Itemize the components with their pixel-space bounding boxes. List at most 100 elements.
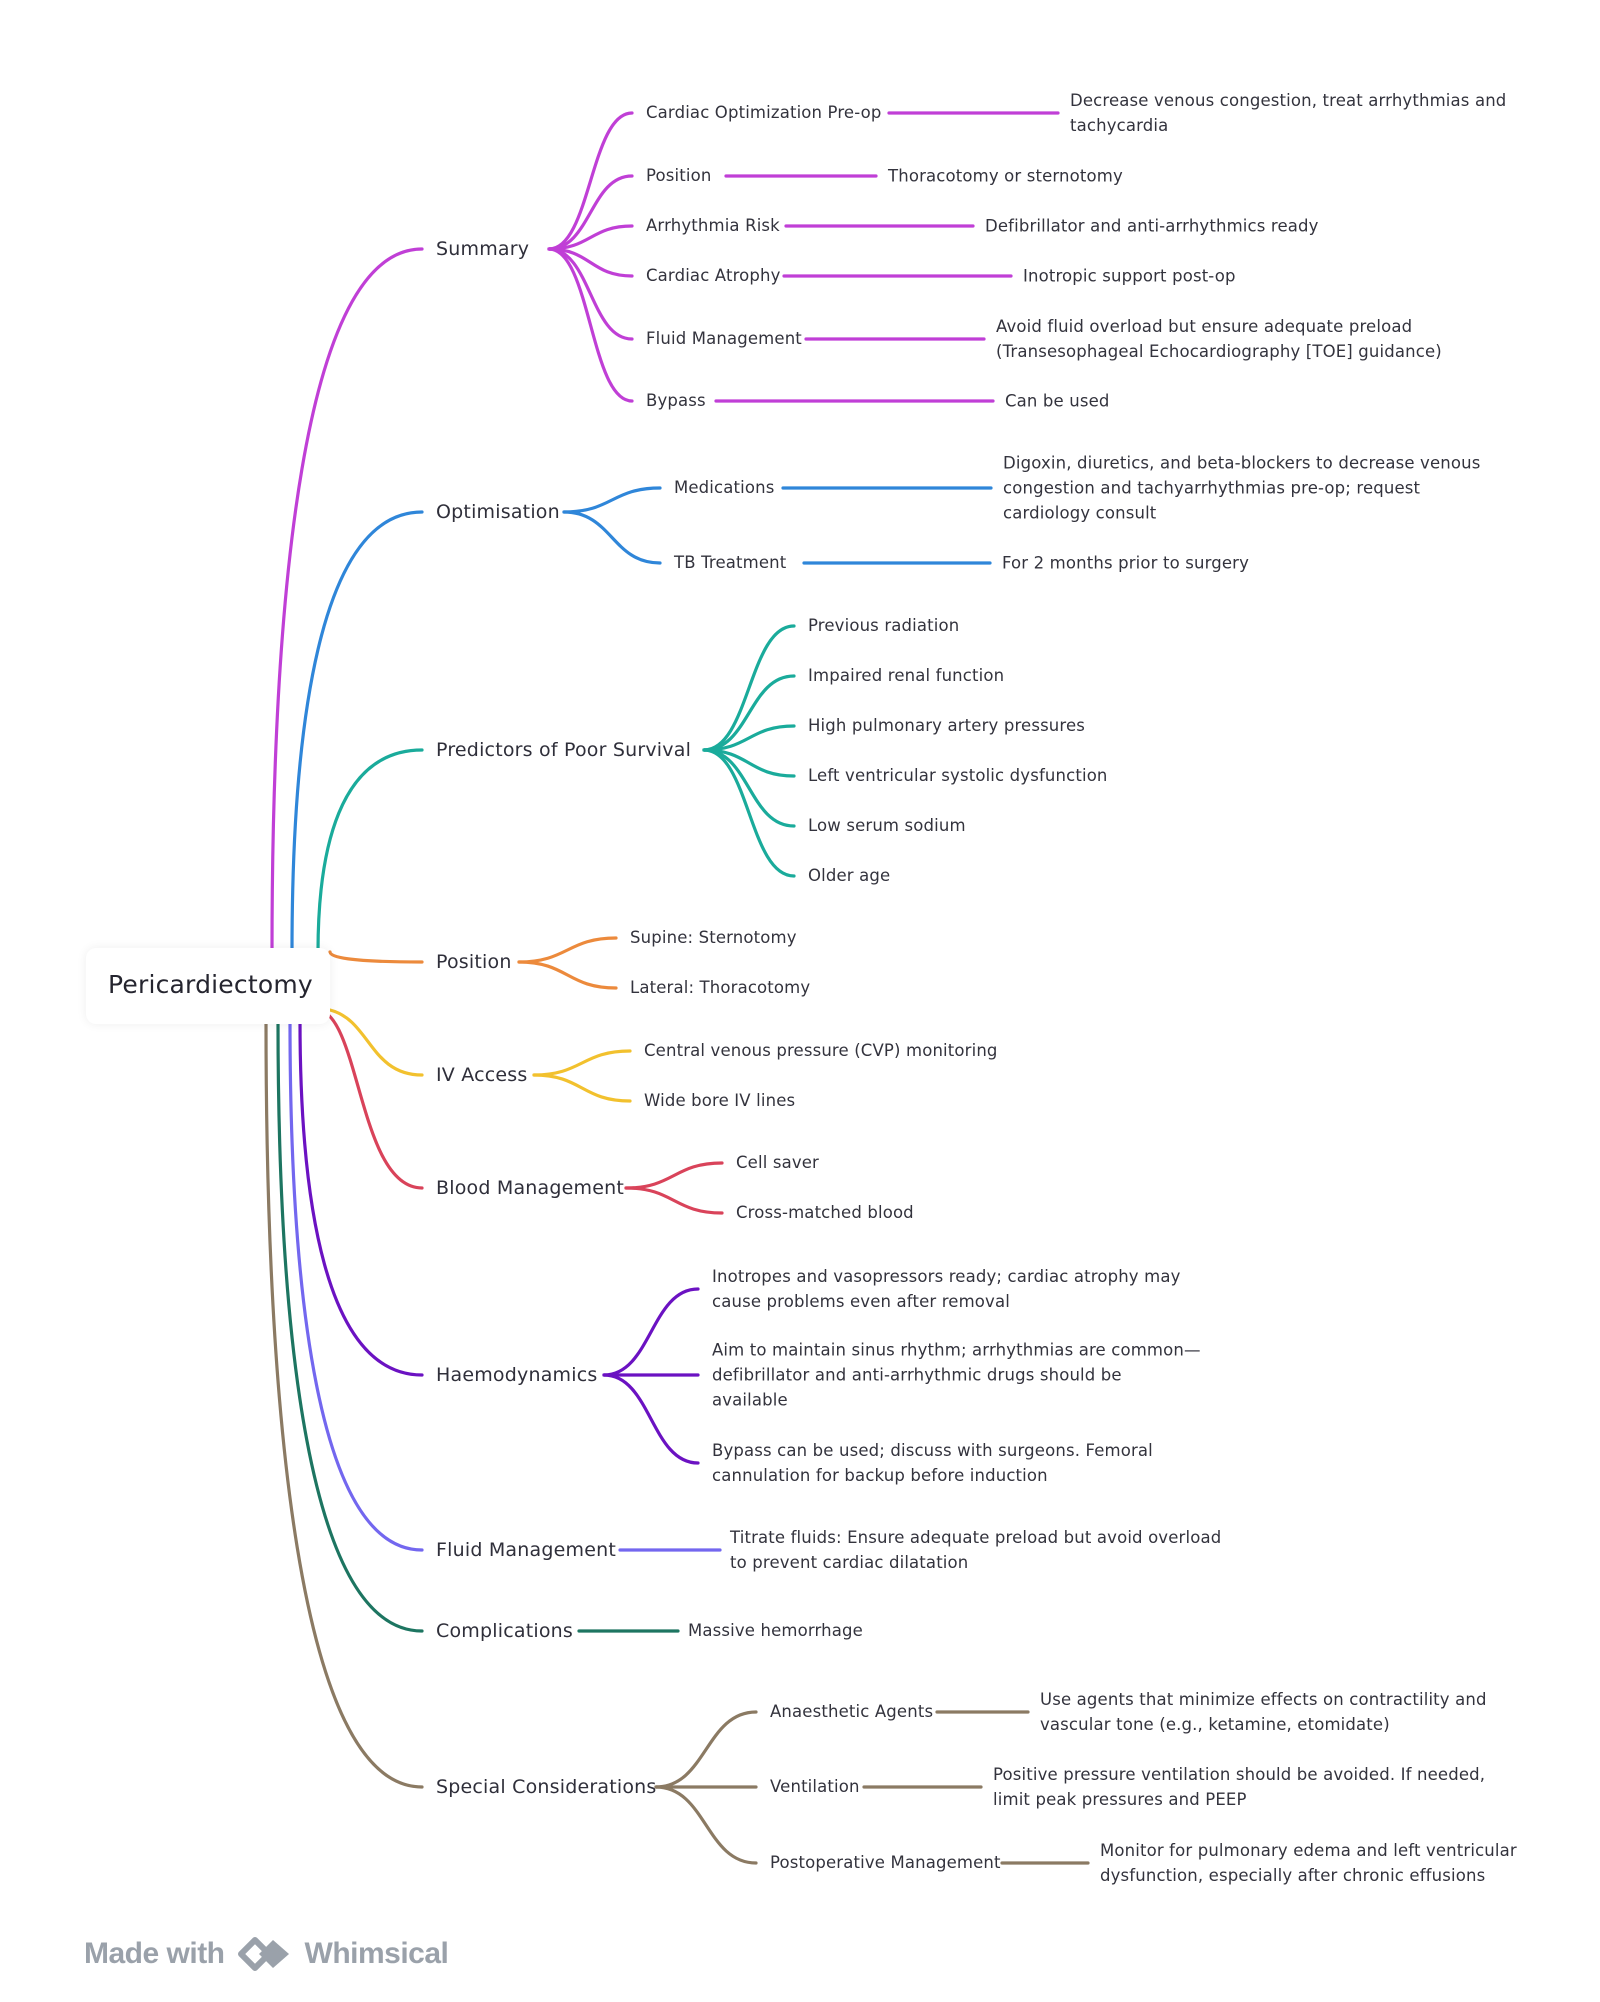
branch-0-child-0-detail-line: tachycardia <box>1070 116 1169 135</box>
whimsical-brand-text: Whimsical <box>304 1937 449 1970</box>
branch-9-child-2-label[interactable]: Postoperative Management <box>770 1853 1001 1872</box>
branch-7-child-0-text-line: to prevent cardiac dilatation <box>730 1553 969 1572</box>
branch-1-child-1-label[interactable]: TB Treatment <box>674 553 787 572</box>
branch-5-child-0-label[interactable]: Cell saver <box>736 1153 819 1172</box>
branch-2-child-5-label[interactable]: Older age <box>808 866 891 885</box>
branch-0-child-2-connector <box>547 224 634 251</box>
branch-0-child-4-detail-line: (Transesophageal Echocardiography [TOE] … <box>996 342 1442 361</box>
branch-1-child-0-detail-line: congestion and tachyarrhythmias pre-op; … <box>1003 478 1421 498</box>
branch-2-child-4-label[interactable]: Low serum sodium <box>808 816 966 835</box>
branch-8-connector <box>276 1018 424 1633</box>
branch-5-label[interactable]: Blood Management <box>436 1177 625 1199</box>
branch-6-child-1-text[interactable]: Aim to maintain sinus rhythm; arrhythmia… <box>712 1338 1201 1413</box>
branch-9-child-1-detail-line: Positive pressure ventilation should be … <box>993 1765 1486 1784</box>
branch-3-child-1-label[interactable]: Lateral: Thoracotomy <box>630 978 811 997</box>
branch-3-child-0-label[interactable]: Supine: Sternotomy <box>630 928 797 947</box>
branch-9-child-1-label[interactable]: Ventilation <box>770 1777 860 1796</box>
branch-5-connector <box>318 1008 424 1190</box>
branch-9-child-2-detail[interactable]: Monitor for pulmonary edema and left ven… <box>1100 1838 1517 1888</box>
branch-1-connector <box>290 510 424 954</box>
branch-4-child-0-connector <box>532 1049 632 1077</box>
branch-9-connector <box>264 1018 424 1789</box>
branch-2-child-2-connector <box>702 724 796 752</box>
branch-0-child-1-label[interactable]: Position <box>646 166 712 185</box>
branch-5-child-1-label[interactable]: Cross-matched blood <box>736 1203 914 1222</box>
branch-4-connector <box>328 1008 424 1077</box>
branch-2-child-2-label[interactable]: High pulmonary artery pressures <box>808 716 1086 735</box>
branch-0-child-3-detail-line: Inotropic support post-op <box>1023 266 1236 286</box>
branch-0-child-3-connector <box>547 247 634 278</box>
branch-2-child-3-label[interactable]: Left ventricular systolic dysfunction <box>808 766 1108 785</box>
branch-0-child-3-detail[interactable]: Inotropic support post-op <box>1023 264 1236 289</box>
branch-6-child-0-text-line: Inotropes and vasopressors ready; cardia… <box>712 1267 1181 1286</box>
branch-9-child-0-detail[interactable]: Use agents that minimize effects on cont… <box>1040 1687 1487 1737</box>
branch-6-child-0-text-line: cause problems even after removal <box>712 1292 1010 1311</box>
branch-6-child-0-text[interactable]: Inotropes and vasopressors ready; cardia… <box>712 1264 1181 1314</box>
branch-6-child-2-text-line: Bypass can be used; discuss with surgeon… <box>712 1441 1153 1460</box>
branch-9-child-0-detail-line: Use agents that minimize effects on cont… <box>1040 1690 1487 1709</box>
branch-4-child-1-connector <box>532 1073 632 1103</box>
branch-2-child-1-label[interactable]: Impaired renal function <box>808 666 1005 685</box>
branch-2-child-5-connector <box>702 748 796 878</box>
branch-1-child-0-label[interactable]: Medications <box>674 478 775 497</box>
made-with-whimsical-badge[interactable]: Made with Whimsical <box>84 1928 449 1980</box>
branch-8-label[interactable]: Complications <box>436 1620 574 1642</box>
branch-4-child-0-label[interactable]: Central venous pressure (CVP) monitoring <box>644 1041 998 1060</box>
branch-2-child-0-connector <box>702 624 796 752</box>
branch-0-child-0-detail-line: Decrease venous congestion, treat arrhyt… <box>1070 91 1507 110</box>
branch-0-label[interactable]: Summary <box>436 238 530 260</box>
branch-0-child-5-label[interactable]: Bypass <box>646 391 706 410</box>
branch-9-child-2-connector <box>654 1785 758 1865</box>
branch-9-child-2-detail-line: Monitor for pulmonary edema and left ven… <box>1100 1841 1517 1860</box>
branch-2-connector <box>316 748 424 954</box>
branch-3-label[interactable]: Position <box>436 951 512 973</box>
branch-0-child-5-detail[interactable]: Can be used <box>1005 389 1110 414</box>
branch-9-child-0-label[interactable]: Anaesthetic Agents <box>770 1702 934 1721</box>
branch-0-child-1-connector <box>547 174 634 251</box>
branch-0-child-4-label[interactable]: Fluid Management <box>646 329 802 348</box>
branch-0-child-1-detail[interactable]: Thoracotomy or sternotomy <box>888 164 1123 189</box>
branch-7-label[interactable]: Fluid Management <box>436 1539 616 1561</box>
branch-1-child-1-detail[interactable]: For 2 months prior to surgery <box>1002 551 1249 576</box>
branch-1-label[interactable]: Optimisation <box>436 501 560 523</box>
branch-6-child-1-text-line: available <box>712 1390 788 1410</box>
made-with-text: Made with <box>84 1937 225 1970</box>
branch-0-child-2-detail-line: Defibrillator and anti-arrhythmics ready <box>985 216 1319 236</box>
branch-6-child-2-text-line: cannulation for backup before induction <box>712 1466 1048 1485</box>
branch-9-child-1-detail[interactable]: Positive pressure ventilation should be … <box>993 1762 1485 1812</box>
branch-2-child-1-connector <box>702 674 796 752</box>
branch-1-child-0-detail[interactable]: Digoxin, diuretics, and beta-blockers to… <box>1003 451 1480 526</box>
branch-0-child-5-connector <box>547 247 634 403</box>
branch-4-child-1-label[interactable]: Wide bore IV lines <box>644 1091 796 1110</box>
root-node[interactable] <box>86 948 330 1024</box>
branch-2-child-0-label[interactable]: Previous radiation <box>808 616 960 635</box>
branch-0-child-0-connector <box>547 111 634 251</box>
branch-0-child-0-detail[interactable]: Decrease venous congestion, treat arrhyt… <box>1070 88 1506 138</box>
branch-7-child-0-text[interactable]: Titrate fluids: Ensure adequate preload … <box>730 1525 1221 1575</box>
branch-0-child-4-detail[interactable]: Avoid fluid overload but ensure adequate… <box>996 314 1442 364</box>
branch-6-child-1-text-line: defibrillator and anti-arrhythmic drugs … <box>712 1365 1122 1385</box>
branch-9-child-1-detail-line: limit peak pressures and PEEP <box>993 1790 1247 1809</box>
branch-9-child-0-connector <box>654 1710 758 1789</box>
branch-8-child-0-label[interactable]: Massive hemorrhage <box>688 1621 863 1640</box>
branch-0-child-0-label[interactable]: Cardiac Optimization Pre-op <box>646 103 882 122</box>
branch-0-child-3-label[interactable]: Cardiac Atrophy <box>646 266 781 285</box>
branch-6-child-0-connector <box>602 1287 700 1377</box>
branch-6-child-1-text-line: Aim to maintain sinus rhythm; arrhythmia… <box>712 1340 1201 1360</box>
branch-3-child-0-connector <box>517 936 618 964</box>
branch-2-label[interactable]: Predictors of Poor Survival <box>436 739 692 761</box>
branch-1-child-1-connector <box>562 510 662 565</box>
branch-0-child-4-detail-line: Avoid fluid overload but ensure adequate… <box>996 317 1413 336</box>
branch-6-child-2-text[interactable]: Bypass can be used; discuss with surgeon… <box>712 1438 1153 1488</box>
branch-7-child-0-text-line: Titrate fluids: Ensure adequate preload … <box>730 1528 1222 1547</box>
branch-7-connector <box>288 1018 424 1552</box>
branch-6-label[interactable]: Haemodynamics <box>436 1364 598 1386</box>
branch-4-label[interactable]: IV Access <box>436 1064 528 1086</box>
branch-5-child-0-connector <box>624 1161 724 1190</box>
whimsical-logo-icon <box>237 1937 289 1971</box>
branch-9-child-2-detail-line: dysfunction, especially after chronic ef… <box>1100 1866 1486 1885</box>
branch-0-child-2-detail[interactable]: Defibrillator and anti-arrhythmics ready <box>985 214 1319 239</box>
branch-0-child-2-label[interactable]: Arrhythmia Risk <box>646 216 780 235</box>
branch-9-label[interactable]: Special Considerations <box>436 1776 657 1798</box>
